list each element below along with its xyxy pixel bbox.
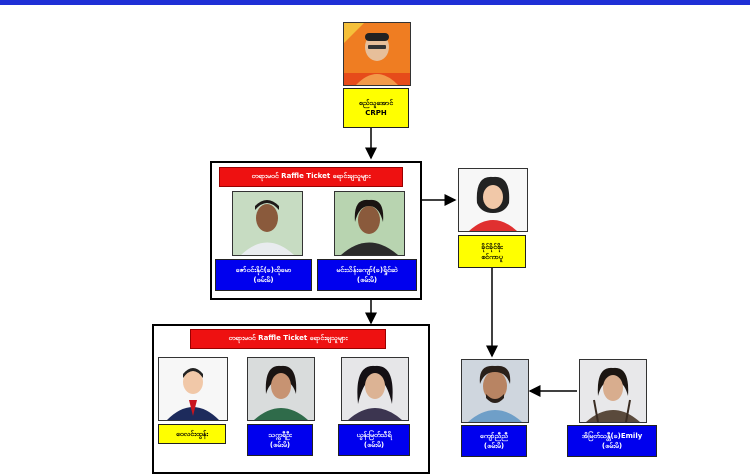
group1-banner: တရားမဝင် Raffle Ticket ရောင်းချသူများ	[219, 167, 403, 187]
right-person1-status: (ဖမ်းမိ)	[483, 442, 505, 450]
top-person-label: စည်သူအောင် CRPH	[343, 88, 409, 128]
group2-member3-photo	[341, 357, 409, 421]
top-bar	[0, 0, 750, 5]
top-person-photo	[343, 22, 411, 86]
group2-member1-photo	[158, 357, 228, 421]
group2-member2-label: သက္ကရီဦး (ဖမ်းမိ)	[247, 424, 313, 456]
right-person2-status: (ဖမ်းမိ)	[601, 442, 623, 450]
group2-member2-photo	[247, 357, 315, 421]
side-person-label: ခိုင်ခိုင်စိုး စင်ကာပူ	[458, 235, 526, 268]
top-person-name: စည်သူအောင်	[358, 99, 394, 107]
group2-member1-label: ဝေလင်းထွန်း	[158, 424, 226, 444]
group2-member2-name: သက္ကရီဦး	[268, 431, 292, 439]
group2-member3-status: (ဖမ်းမိ)	[363, 441, 385, 449]
group1-member1-status: (ဖမ်းမိ)	[253, 276, 274, 284]
group1-member1-name: ဇော်ဝင်းနိုင်(ခ)ထိုမော	[235, 266, 292, 274]
right-person2-label: အိမြတ်သန္တီ(ခ)Emily (ဖမ်းမိ)	[567, 425, 657, 457]
group1-member2-name: မင်းသိန်းကျော်(ခ)ရှိုင်ဆဲ	[336, 266, 398, 274]
side-person-role: စင်ကာပူ	[481, 252, 503, 261]
connector-lines	[365, 128, 577, 397]
right-person1-photo	[461, 359, 529, 423]
right-person1-name: ကျော်ညီညီ	[479, 432, 509, 440]
right-person2-photo	[579, 359, 647, 423]
group1-member1-label: ဇော်ဝင်းနိုင်(ခ)ထိုမော (ဖမ်းမိ)	[215, 259, 312, 291]
group2-member2-status: (ဖမ်းမိ)	[269, 441, 291, 449]
right-person2-name: အိမြတ်သန္တီ(ခ)Emily	[581, 432, 643, 440]
group1-banner-text: တရားမဝင် Raffle Ticket ရောင်းချသူများ	[251, 172, 371, 180]
side-person-name: ခိုင်ခိုင်စိုး	[481, 242, 503, 251]
group1-member1-photo	[232, 191, 303, 256]
side-person-photo	[458, 168, 528, 232]
group1-frame	[210, 161, 422, 300]
group1-member2-photo	[334, 191, 405, 256]
group2-banner-text: တရားမဝင် Raffle Ticket ရောင်းချသူများ	[228, 334, 348, 342]
group2-banner: တရားမဝင် Raffle Ticket ရောင်းချသူများ	[190, 329, 386, 349]
group1-member2-label: မင်းသိန်းကျော်(ခ)ရှိုင်ဆဲ (ဖမ်းမိ)	[317, 259, 417, 291]
group2-member3-label: ယွန်းမြတ်သီရိ (ဖမ်းမိ)	[338, 424, 410, 456]
right-person1-label: ကျော်ညီညီ (ဖမ်းမိ)	[461, 425, 527, 457]
top-person-role: CRPH	[365, 109, 387, 117]
group2-member3-name: ယွန်းမြတ်သီရိ	[356, 431, 392, 439]
group1-member2-status: (ဖမ်းမိ)	[356, 276, 378, 284]
group2-member1-name: ဝေလင်းထွန်း	[175, 430, 209, 438]
